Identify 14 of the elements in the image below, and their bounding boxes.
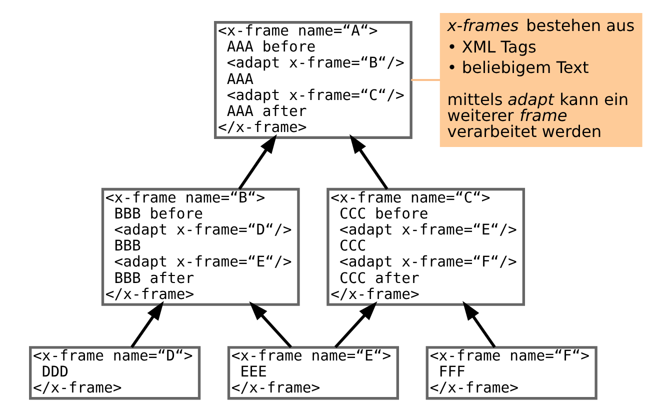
- arrow: [248, 301, 292, 348]
- arrow: [130, 301, 164, 348]
- arrow: [349, 134, 388, 190]
- arrow: [334, 301, 377, 348]
- arrow: [238, 134, 276, 190]
- node-box: <x-frame name=“F“> FFF </x-frame>: [425, 346, 597, 400]
- node-box: <x-frame name=“E“> EEE </x-frame>: [226, 346, 398, 400]
- node-box: <x-frame name=“D“> DDD </x-frame>: [28, 346, 200, 400]
- arrow: [462, 301, 496, 348]
- node-box: <x-frame name=“C“> CCC before <adapt x-frame=“E“/> CCC <adapt x-frame=“F“/> CCC after </x-frame>: [326, 188, 524, 306]
- node-box: x-frames bestehen aus • XML Tags • beliebigem Text mittels adapt kann ein weiterer frame verarbeitet werden: [439, 12, 642, 148]
- connector: [410, 78, 440, 81]
- node-box: <x-frame name=“A“> AAA before <adapt x-frame=“B“/> AAA <adapt x-frame=“C“/> AAA after </x-frame>: [214, 21, 412, 139]
- node-box: <x-frame name=“B“> BBB before <adapt x-frame=“D“/> BBB <adapt x-frame=“E“/> BBB after </x-frame>: [100, 188, 300, 306]
